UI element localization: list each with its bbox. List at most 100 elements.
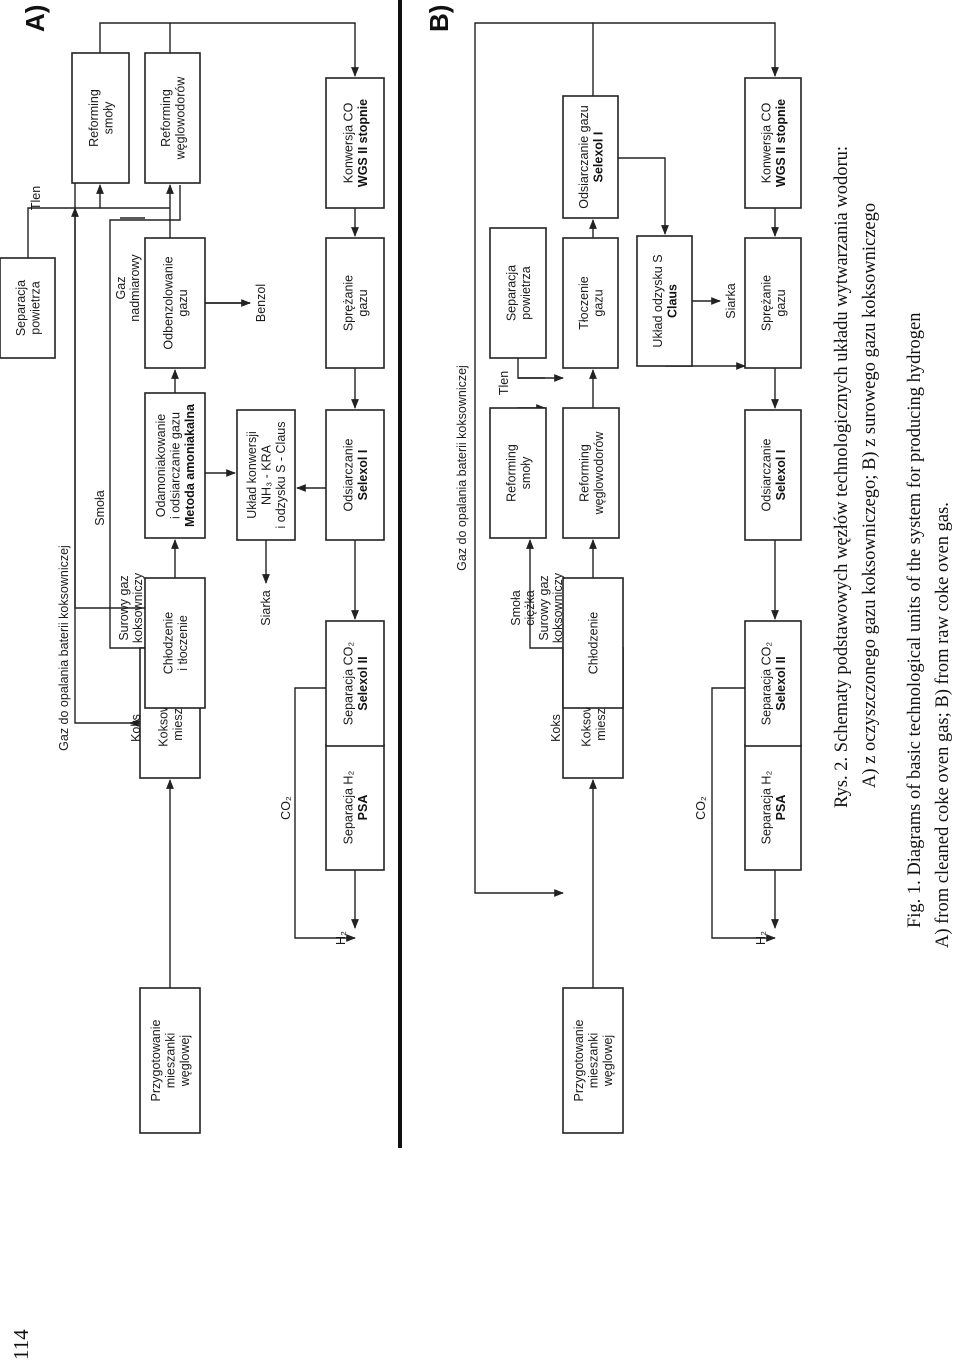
box-label-line: Reforming [504,444,518,502]
label-raw-gas-b: koksowniczy [551,572,565,643]
box-label-line: węglowej [178,1035,192,1087]
flow-a6-a7 [27,184,104,258]
box-label-line: Separacja CO₂ [341,642,355,726]
flow-gas-firing [71,207,145,724]
box-label-line: i odsiarczanie gazu [169,412,183,519]
box-label-line: Odsiarczanie [341,438,355,511]
box-label-line: Układ odzysku S [651,254,665,347]
box-label-line: Separacja CO₂ [759,642,773,726]
flow-b8-b9 [618,157,669,235]
box-label-line: PSA [356,795,370,821]
label-excess-gas-a: Gaz [114,277,128,300]
box-label-line: Sprężanie [759,275,773,331]
box-label-line: Separacja H₂ [341,771,355,845]
flow-b8-b14 [592,22,779,96]
box-rect [144,577,206,709]
box-rect [636,235,693,367]
box-label-line: Konwersja CO [759,102,773,183]
section-a-label: A) [20,5,50,32]
box-label-line: gazu [176,289,190,316]
box-label-line: WGS II stopnie [356,99,370,187]
box-label-line: gazu [591,289,605,316]
box-label-line: mieszanki [587,1033,601,1089]
label-heavy-tar-b: ciężka [523,590,537,625]
box-label-line: Selexol I [591,132,605,183]
box-rect [325,409,385,541]
box-label-line: Separacja [504,265,518,321]
box-rect [744,620,802,747]
label-co2-b: CO₂ [694,796,708,820]
label-heavy-tar-b: Smoła [509,590,523,625]
label-tar-a: Smoła [93,490,107,525]
box-label-line: Reforming [87,89,101,147]
box-label-line: Tłoczenie [577,276,591,330]
label-sulfur-b: Siarka [724,283,738,318]
flow-tar-base [109,185,181,649]
box-label-line: Odbenzolowanie [161,256,175,349]
box-rect [744,77,802,209]
flow-b11-co2 [711,687,776,942]
label-sulfur-a: Siarka [259,590,273,625]
flow-b5-b6 [517,358,564,382]
box-label-line: Odamoniakowanie [154,414,168,518]
label-raw-gas-a: Surowy gaz [117,575,131,640]
page-number: 114 [9,1329,33,1360]
flow-b-gas-firing [474,22,593,897]
label-benzol-a: Benzol [254,284,268,322]
box-label-line: Claus [665,284,679,318]
box-label-line: węglowodorów [173,76,187,161]
caption-en-line1: Fig. 1. Diagrams of basic technological … [905,312,925,928]
box-rect [325,620,385,747]
box-label-line: mieszanki [164,1033,178,1089]
label-oxygen-a: Tlen [29,186,43,210]
box-rect [562,987,624,1134]
flow-heavy-tar [526,539,563,649]
box-label-line: Chłodzenie [161,612,175,675]
box-label-line: Selexol II [774,656,788,710]
box-rect [562,407,620,539]
section-b-label: B) [424,5,454,32]
box-rect [71,52,130,184]
box-label-line: Konwersja CO [341,102,355,183]
caption-pl-line1: Rys. 2. Schematy podstawowych węzłów tec… [832,146,852,808]
diagram-b-box-b3: Chłodzenie [562,577,624,709]
flow-a11-co2 [294,687,356,942]
box-rect [144,237,206,369]
box-label-line: Reforming [577,444,591,502]
box-label-line: PSA [774,795,788,821]
box-label-line: Odsiarczanie gazu [577,105,591,209]
label-co2-a: CO₂ [279,796,293,820]
box-label-line: Przygotowanie [149,1019,163,1101]
box-rect [744,237,802,369]
caption-pl-line2: A) z oczyszczonego gazu koksowniczego; B… [860,203,880,788]
box-label-line: Przygotowanie [572,1019,586,1101]
box-label-line: powietrza [28,281,42,335]
box-label-line: Sprężanie [341,275,355,331]
label-gas-firing-a: Gaz do opalania baterii koksowniczej [57,545,71,751]
label-raw-gas-b: Surowy gaz [537,575,551,640]
box-label-line: Separacja [14,280,28,336]
box-rect [562,237,619,369]
